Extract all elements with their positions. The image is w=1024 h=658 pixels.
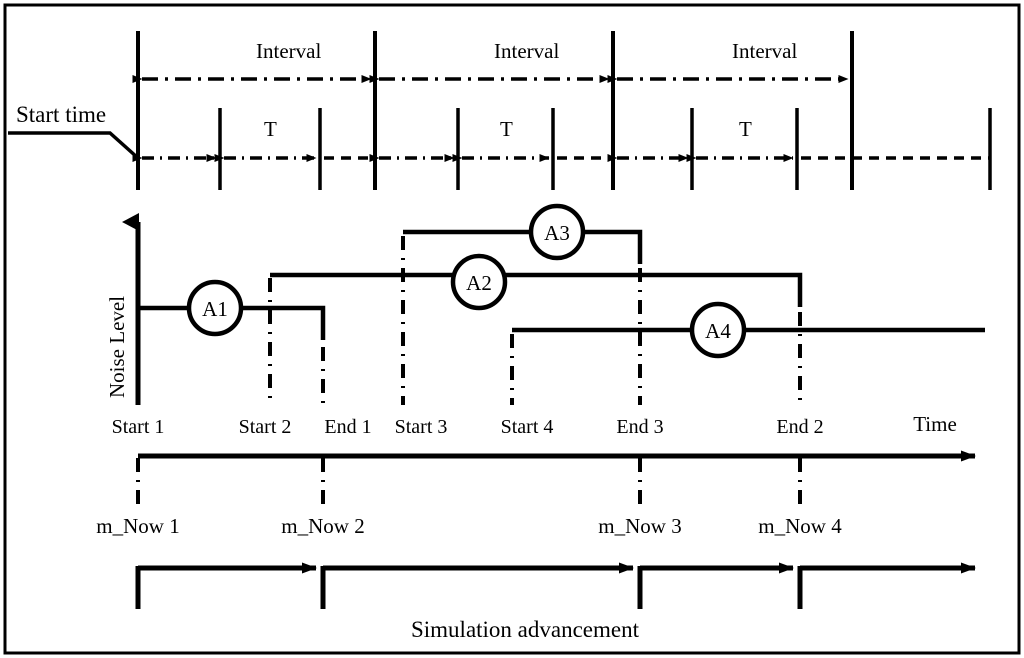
m-now-label-3: m_Now 3 (598, 514, 681, 538)
activity-badge-A2[interactable]: A2 (450, 253, 508, 311)
period-label-1: T (264, 117, 277, 141)
m-now-label-2: m_Now 2 (281, 514, 364, 538)
activity-badge-A3-label: A3 (544, 221, 570, 245)
y-axis-label: Noise Level (105, 296, 129, 398)
x-tick-label-start-2: Start 2 (239, 416, 292, 438)
x-tick-label-end-3: End 3 (616, 416, 663, 438)
interval-label-3: Interval (732, 39, 797, 63)
period-ticks (218, 108, 992, 190)
x-axis-label: Time (913, 412, 957, 436)
simulation-advancement-label: Simulation advancement (411, 617, 640, 642)
time-axis-row: m_Now 1 m_Now 2 m_Now 3 m_Now 4 (96, 450, 976, 538)
figure-border (3, 3, 1021, 655)
x-tick-label-end-2: End 2 (776, 416, 823, 438)
interval-label-1: Interval (256, 39, 321, 63)
activity-badge-A1-label: A1 (202, 297, 228, 321)
period-label-2: T (500, 117, 513, 141)
x-tick-label-start-4: Start 4 (501, 416, 554, 438)
now-droplines (136, 458, 802, 505)
period-label-3: T (739, 117, 752, 141)
activity-badge-A2-label: A2 (466, 271, 492, 295)
advancement-step-ticks (135, 566, 803, 609)
x-tick-label-start-1: Start 1 (112, 416, 165, 438)
x-tick-label-end-1: End 1 (324, 416, 371, 438)
start-time-label: Start time (16, 102, 106, 127)
m-now-label-4: m_Now 4 (758, 514, 842, 538)
top-timeline-group: Start time Interval Interval Interval T … (8, 31, 992, 190)
simulation-advancement-row: Simulation advancement (135, 562, 976, 642)
start-time-leader-line (8, 131, 140, 160)
activity-badges: A1 A2 A3 A4 (186, 203, 747, 359)
activity-step-A2 (270, 272, 803, 307)
x-tick-label-start-3: Start 3 (395, 416, 448, 438)
interval-boundary-ticks (136, 31, 854, 190)
interval-label-2: Interval (494, 39, 559, 63)
activity-badge-A4-label: A4 (705, 319, 731, 343)
activity-step-A3 (403, 229, 643, 264)
activity-badge-A1[interactable]: A1 (186, 279, 244, 337)
noise-level-chart: Noise Level A1 (105, 203, 985, 438)
activity-badge-A3[interactable]: A3 (528, 203, 586, 261)
m-now-label-1: m_Now 1 (96, 514, 179, 538)
event-droplines (268, 236, 802, 405)
activity-badge-A4[interactable]: A4 (689, 301, 747, 359)
